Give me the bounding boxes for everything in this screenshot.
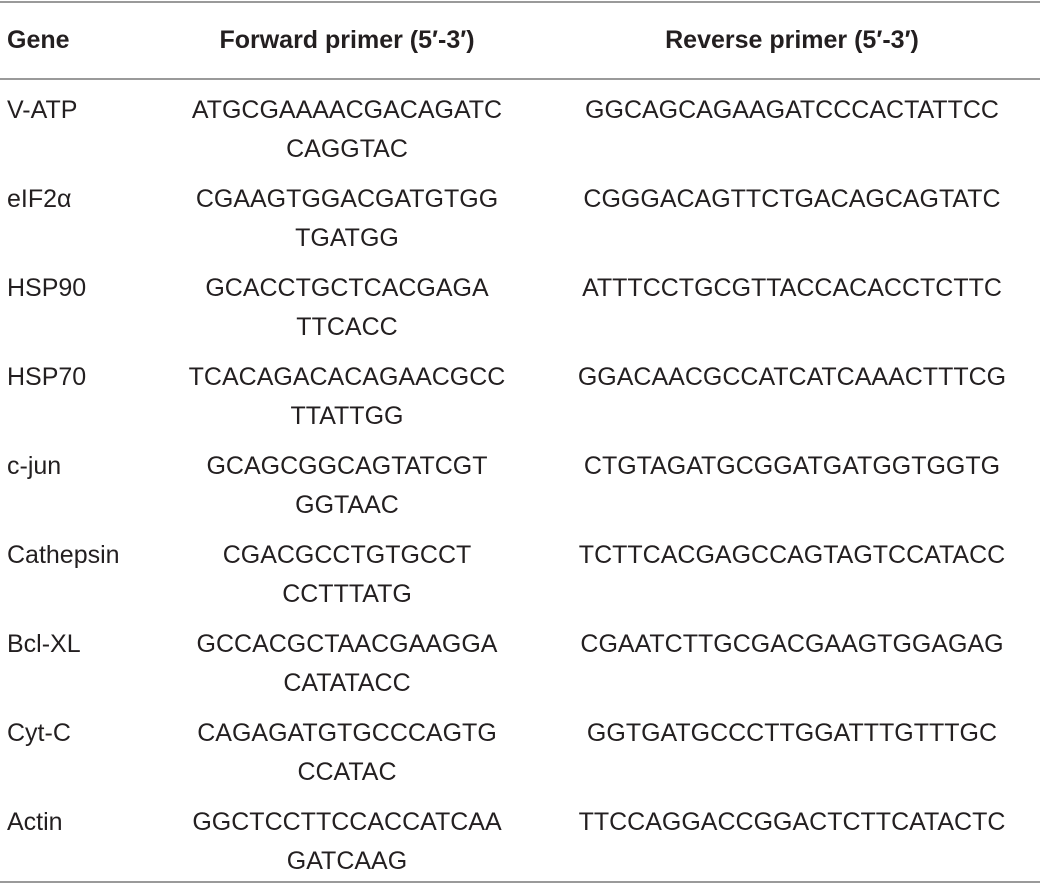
column-header-gene: Gene [7, 25, 70, 54]
gene-cell: Bcl-XL [7, 630, 81, 658]
table-row: HSP90 GCACCTGCTCACGAGA TTCACC ATTTCCTGCG… [0, 258, 1040, 347]
gene-cell: Cyt-C [7, 719, 71, 747]
gene-cell: V-ATP [7, 96, 78, 124]
forward-primer-cell: CGACGCCTGTGCCT CCTTTATG [150, 525, 544, 614]
reverse-primer-cell: TTCCAGGACCGGACTCTTCATACTC [578, 808, 1006, 836]
forward-primer-cell: GCACCTGCTCACGAGA TTCACC [150, 258, 544, 347]
table-row: Cyt-C CAGAGATGTGCCCAGTG CCATAC GGTGATGCC… [0, 703, 1040, 792]
reverse-primer-cell: CGAATCTTGCGACGAAGTGGAGAG [580, 630, 1004, 658]
table-row: Cathepsin CGACGCCTGTGCCT CCTTTATG TCTTCA… [0, 525, 1040, 614]
forward-primer-line-1: CGACGCCTGTGCCT [222, 541, 472, 569]
gene-cell: c-jun [7, 452, 62, 480]
forward-primer-line-2: CCTTTATG [282, 580, 412, 608]
reverse-primer-cell: ATTTCCTGCGTTACCACACCTCTTC [582, 274, 1002, 302]
reverse-primer-cell: GGTGATGCCCTTGGATTTGTTTGC [586, 719, 998, 747]
reverse-primer-cell: GGCAGCAGAAGATCCCACTATTCC [585, 96, 999, 124]
forward-primer-line-2: TTCACC [296, 313, 398, 341]
forward-primer-line-2: CATATACC [283, 669, 411, 697]
forward-primer-line-1: CAGAGATGTGCCCAGTG [197, 719, 497, 747]
gene-cell: Cathepsin [7, 541, 120, 569]
column-header-forward-primer: Forward primer (5′-3′) [219, 25, 475, 54]
table-row: Actin GGCTCCTTCCACCATCAA GATCAAG TTCCAGG… [0, 792, 1040, 881]
forward-primer-cell: ATGCGAAAACGACAGATC CAGGTAC [150, 80, 544, 169]
table-header: Gene Forward primer (5′-3′) Reverse prim… [0, 0, 1040, 80]
forward-primer-line-1: ATGCGAAAACGACAGATC [191, 96, 503, 124]
forward-primer-cell: TCACAGACACAGAACGCC TTATTGG [150, 347, 544, 436]
bottom-rule [0, 881, 1040, 883]
column-header-reverse-primer: Reverse primer (5′-3′) [665, 25, 919, 54]
forward-primer-line-1: GGCTCCTTCCACCATCAA [192, 808, 502, 836]
forward-primer-line-2: GATCAAG [286, 847, 408, 875]
gene-cell: HSP70 [7, 363, 87, 391]
forward-primer-cell: CAGAGATGTGCCCAGTG CCATAC [150, 703, 544, 792]
header-rule [0, 78, 1040, 80]
reverse-primer-cell: TCTTCACGAGCCAGTAGTCCATACC [578, 541, 1006, 569]
forward-primer-line-1: TCACAGACACAGAACGCC [188, 363, 506, 391]
forward-primer-line-1: GCCACGCTAACGAAGGA [196, 630, 498, 658]
forward-primer-cell: CGAAGTGGACGATGTGG TGATGG [150, 169, 544, 258]
forward-primer-cell: GGCTCCTTCCACCATCAA GATCAAG [150, 792, 544, 881]
gene-cell: Actin [7, 808, 63, 836]
forward-primer-line-2: CCATAC [297, 758, 397, 786]
forward-primer-line-1: GCAGCGGCAGTATCGT [206, 452, 488, 480]
forward-primer-line-2: GGTAAC [295, 491, 399, 519]
table-row: HSP70 TCACAGACACAGAACGCC TTATTGG GGACAAC… [0, 347, 1040, 436]
gene-cell: HSP90 [7, 274, 87, 302]
gene-cell: eIF2α [7, 185, 72, 213]
reverse-primer-cell: CGGGACAGTTCTGACAGCAGTATC [583, 185, 1001, 213]
reverse-primer-cell: GGACAACGCCATCATCAAACTTTCG [577, 363, 1007, 391]
table-row: Bcl-XL GCCACGCTAACGAAGGA CATATACC CGAATC… [0, 614, 1040, 703]
forward-primer-line-1: CGAAGTGGACGATGTGG [195, 185, 499, 213]
forward-primer-line-2: TTATTGG [290, 402, 404, 430]
table-row: c-jun GCAGCGGCAGTATCGT GGTAAC CTGTAGATGC… [0, 436, 1040, 525]
header-row: Gene Forward primer (5′-3′) Reverse prim… [0, 0, 1040, 80]
reverse-primer-cell: CTGTAGATGCGGATGATGGTGGTG [583, 452, 1001, 480]
forward-primer-cell: GCCACGCTAACGAAGGA CATATACC [150, 614, 544, 703]
table-row: V-ATP ATGCGAAAACGACAGATC CAGGTAC GGCAGCA… [0, 80, 1040, 169]
forward-primer-line-2: CAGGTAC [286, 135, 408, 163]
table-body: V-ATP ATGCGAAAACGACAGATC CAGGTAC GGCAGCA… [0, 80, 1040, 881]
forward-primer-line-1: GCACCTGCTCACGAGA [205, 274, 489, 302]
forward-primer-line-2: TGATGG [295, 224, 399, 252]
forward-primer-cell: GCAGCGGCAGTATCGT GGTAAC [150, 436, 544, 525]
top-rule [0, 1, 1040, 3]
table-row: eIF2α CGAAGTGGACGATGTGG TGATGG CGGGACAGT… [0, 169, 1040, 258]
